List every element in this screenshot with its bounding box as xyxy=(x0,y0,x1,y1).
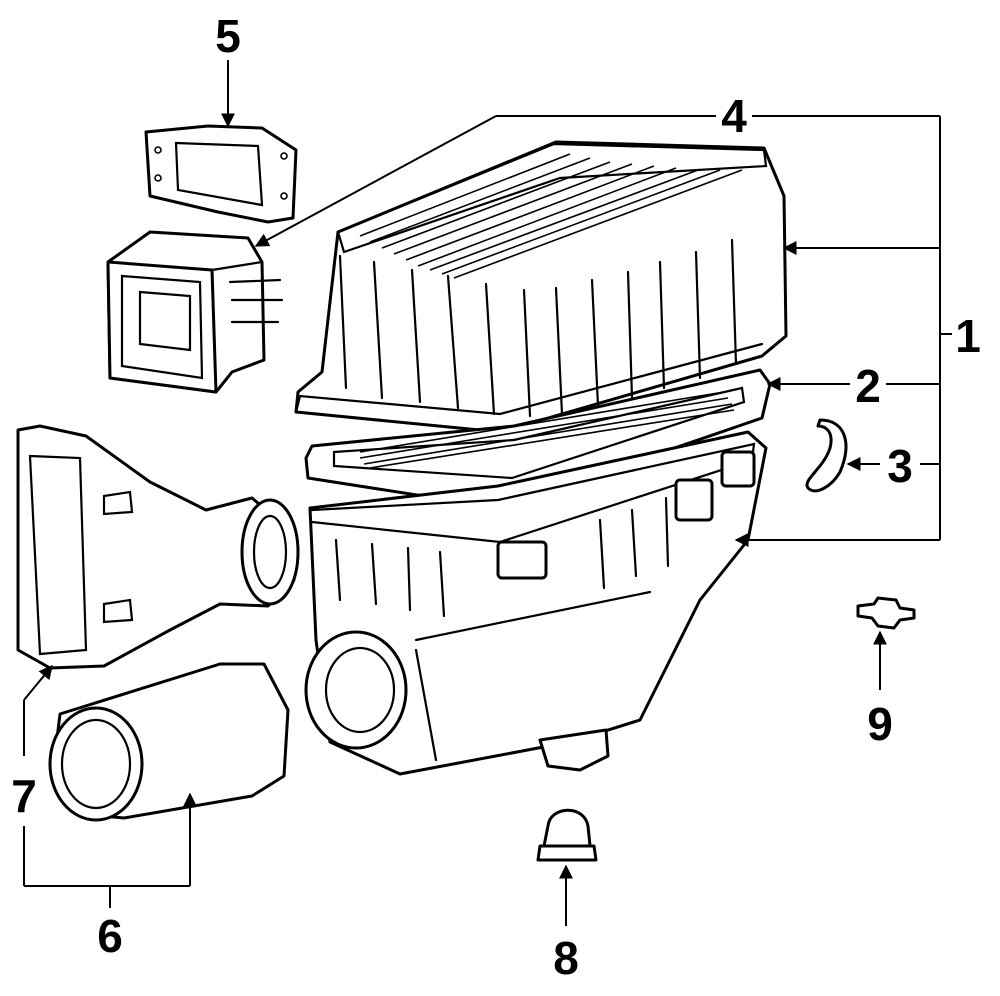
airflow-housing-part xyxy=(106,230,284,394)
callout-6: 6 xyxy=(97,910,123,962)
leader-lines xyxy=(23,60,952,926)
lower-housing-part xyxy=(304,430,768,776)
intake-duct-part xyxy=(16,424,300,670)
callout-4: 4 xyxy=(721,90,747,142)
clip-part xyxy=(805,418,848,493)
callout-5: 5 xyxy=(215,10,241,62)
callout-8: 8 xyxy=(553,932,579,984)
sensor-part xyxy=(856,596,916,630)
cap-part xyxy=(536,808,598,862)
callout-7: 7 xyxy=(11,770,37,822)
gasket-plate-part xyxy=(144,124,298,224)
intake-hose-part xyxy=(48,662,290,822)
callout-2: 2 xyxy=(855,360,881,412)
callout-9: 9 xyxy=(867,698,893,750)
cover-ribs xyxy=(359,153,743,279)
callout-1: 1 xyxy=(955,310,981,362)
callout-3: 3 xyxy=(887,440,913,492)
air-cleaner-cover-part xyxy=(294,140,788,434)
